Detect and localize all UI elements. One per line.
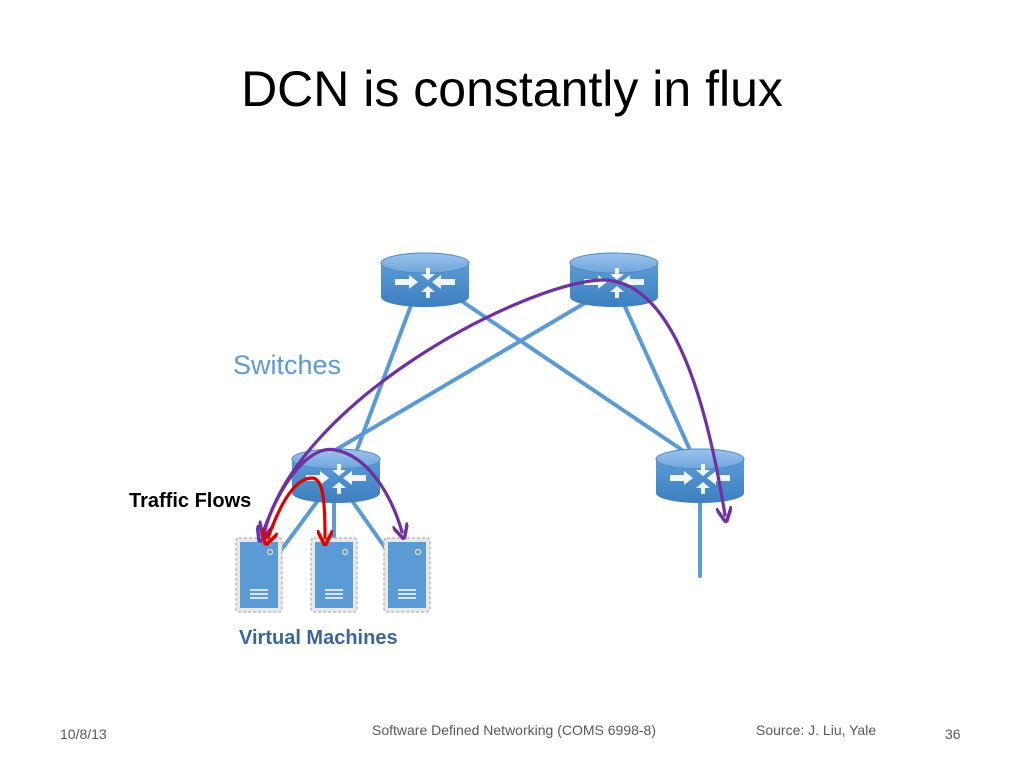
vm-server-3-icon bbox=[383, 537, 431, 613]
link-core2-agg1 bbox=[330, 298, 592, 454]
slide-title: DCN is constantly in flux bbox=[241, 61, 783, 117]
link-core1-agg2 bbox=[458, 298, 687, 454]
footer-course: Software Defined Networking (COMS 6998-8… bbox=[372, 722, 657, 738]
footer-date: 10/8/13 bbox=[60, 726, 107, 742]
flow-local-purple bbox=[262, 447, 402, 535]
virtual-machines-label: Virtual Machines bbox=[239, 627, 398, 649]
flow-local-red bbox=[268, 476, 325, 538]
link-core2-agg2 bbox=[620, 298, 692, 452]
agg-switch-right-icon bbox=[655, 448, 745, 504]
footer-source: Source: J. Liu, Yale bbox=[756, 722, 877, 738]
link-core1-agg1 bbox=[353, 298, 415, 457]
switches-label: Switches bbox=[233, 350, 342, 380]
footer-page-number: 36 bbox=[945, 726, 961, 742]
flow-remote-long bbox=[265, 278, 725, 530]
vm-server-1-icon bbox=[235, 537, 283, 613]
vm-server-2-icon bbox=[310, 537, 358, 613]
traffic-flows-label: Traffic Flows bbox=[129, 490, 252, 512]
core-switch-left-icon bbox=[380, 252, 470, 308]
